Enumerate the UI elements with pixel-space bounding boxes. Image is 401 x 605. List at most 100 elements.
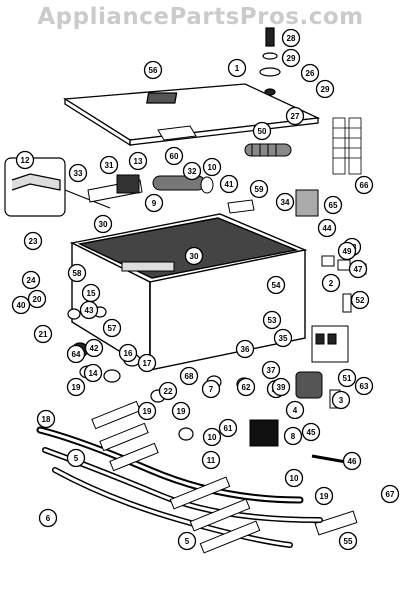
transformer bbox=[249, 419, 279, 447]
callout-circle bbox=[201, 379, 221, 399]
callout-number: 47 bbox=[354, 265, 363, 274]
callout-circle bbox=[235, 339, 255, 359]
callout-circle bbox=[137, 353, 157, 373]
watermark: AppliancePartsPros.com bbox=[37, 4, 364, 30]
label-strip bbox=[332, 117, 362, 175]
screw-stack bbox=[259, 27, 281, 96]
callout-number: 30 bbox=[99, 220, 108, 229]
callout-circle bbox=[118, 343, 138, 363]
callout-circle bbox=[67, 263, 87, 283]
callout-number: 49 bbox=[343, 247, 352, 256]
callout-circle bbox=[350, 290, 370, 310]
callout-number: 66 bbox=[360, 181, 369, 190]
callout-number: 29 bbox=[287, 54, 296, 63]
callout-circle bbox=[337, 241, 357, 261]
callout-circle bbox=[249, 179, 269, 199]
callout-number: 22 bbox=[164, 387, 173, 396]
callout-number: 59 bbox=[255, 185, 264, 194]
callout-number: 19 bbox=[72, 383, 81, 392]
callout-circle bbox=[301, 422, 321, 442]
callout-circle bbox=[275, 192, 295, 212]
callout-circle bbox=[182, 161, 202, 181]
rating-label bbox=[314, 510, 358, 536]
callout-circle bbox=[202, 427, 222, 447]
callout-circle bbox=[323, 195, 343, 215]
callout-number: 40 bbox=[17, 301, 26, 310]
callout-number: 51 bbox=[343, 374, 352, 383]
control-box bbox=[69, 213, 308, 372]
callout-number: 17 bbox=[143, 359, 152, 368]
callout-number: 27 bbox=[291, 112, 300, 121]
callout-number: 16 bbox=[124, 349, 133, 358]
callout-number: 12 bbox=[21, 156, 30, 165]
heater-tube bbox=[244, 143, 292, 157]
sensor-element bbox=[152, 175, 214, 194]
callout-number: 56 bbox=[149, 66, 158, 75]
callout-circle bbox=[271, 377, 291, 397]
callout-circle bbox=[331, 390, 351, 410]
callout-circle bbox=[281, 28, 301, 48]
pad-part bbox=[157, 125, 197, 141]
callout-circle bbox=[84, 338, 104, 358]
callout-circle bbox=[317, 218, 337, 238]
callout-number: 36 bbox=[241, 345, 250, 354]
callout-circle bbox=[273, 328, 293, 348]
callout-number: 1 bbox=[235, 64, 240, 73]
callout-number: 5 bbox=[74, 454, 79, 463]
callout-number: 11 bbox=[207, 456, 216, 465]
callout-number: 34 bbox=[281, 198, 290, 207]
callout-number: 31 bbox=[105, 161, 114, 170]
callout-circle bbox=[99, 155, 119, 175]
callout-circle bbox=[321, 273, 341, 293]
callout-number: 10 bbox=[208, 163, 217, 172]
callout-number: 60 bbox=[170, 152, 179, 161]
callout-number: 46 bbox=[348, 457, 357, 466]
callout-number: 53 bbox=[268, 316, 277, 325]
callout-circle bbox=[337, 368, 357, 388]
callout-circle bbox=[66, 448, 86, 468]
callout-number: 52 bbox=[356, 296, 365, 305]
callout-circle bbox=[93, 214, 113, 234]
callout-number: 19 bbox=[177, 407, 186, 416]
callout-circle bbox=[164, 146, 184, 166]
callout-number: 24 bbox=[27, 276, 36, 285]
callout-number: 3 bbox=[339, 396, 344, 405]
callout-circle bbox=[354, 175, 374, 195]
callout-circle bbox=[219, 174, 239, 194]
callout-number: 26 bbox=[306, 69, 315, 78]
plate bbox=[227, 199, 255, 214]
callout-number: 15 bbox=[87, 289, 96, 298]
callout-circle bbox=[252, 121, 272, 141]
callout-number: 62 bbox=[242, 383, 251, 392]
callout-number: 33 bbox=[74, 169, 83, 178]
terminal-block bbox=[295, 189, 319, 217]
callout-number: 54 bbox=[272, 281, 281, 290]
callout-number: 68 bbox=[185, 372, 194, 381]
callout-circle bbox=[261, 360, 281, 380]
bracket-inset bbox=[4, 157, 111, 217]
callout-number: 58 bbox=[73, 269, 82, 278]
callout-circle bbox=[236, 377, 256, 397]
callout-number: 29 bbox=[321, 85, 330, 94]
callout-circle bbox=[218, 418, 238, 438]
callout-circle bbox=[83, 363, 103, 383]
callout-circle bbox=[68, 163, 88, 183]
callout-circle bbox=[284, 468, 304, 488]
callout-circle bbox=[266, 275, 286, 295]
callout-circle bbox=[380, 484, 400, 504]
callout-number: 57 bbox=[108, 324, 117, 333]
callout-circle bbox=[354, 376, 374, 396]
callout-circle bbox=[23, 231, 43, 251]
callout-circle bbox=[177, 531, 197, 551]
contactor bbox=[311, 325, 349, 363]
callout-number: 5 bbox=[185, 537, 190, 546]
callout-number: 21 bbox=[39, 330, 48, 339]
callout-number: 35 bbox=[279, 334, 288, 343]
callout-number: 41 bbox=[225, 180, 234, 189]
callout-number: 9 bbox=[152, 199, 157, 208]
callout-circle bbox=[184, 246, 204, 266]
callout-circle bbox=[262, 310, 282, 330]
callout-circle bbox=[285, 400, 305, 420]
callout-circle bbox=[66, 344, 86, 364]
callout-circle bbox=[171, 401, 191, 421]
